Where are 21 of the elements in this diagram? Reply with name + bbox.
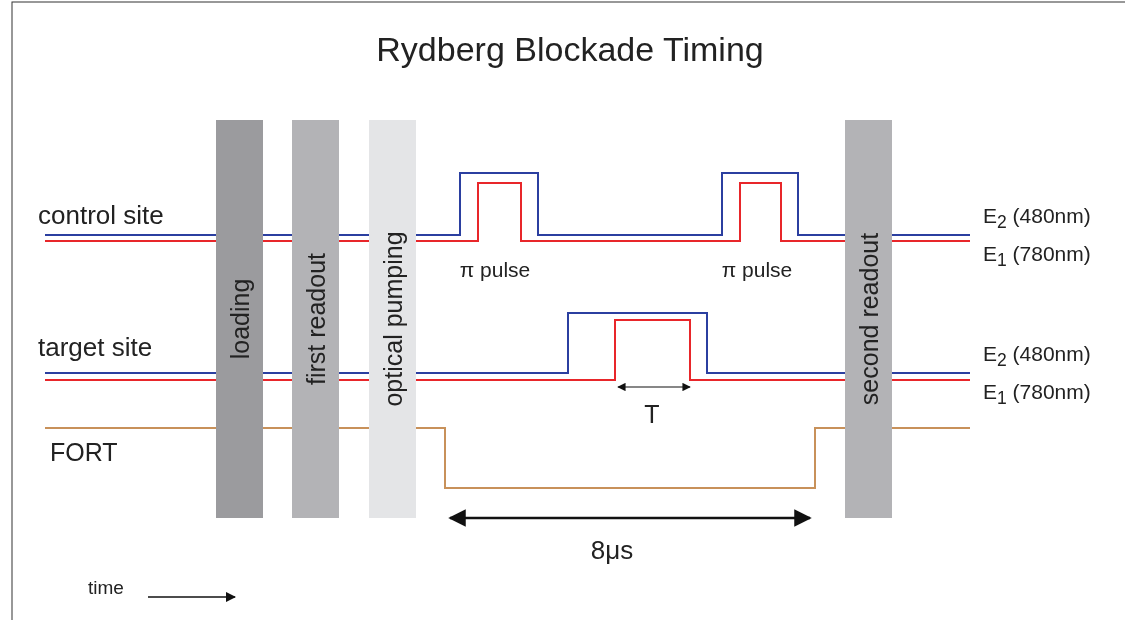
row-label: FORT [50, 438, 118, 467]
stage-band [845, 120, 892, 518]
dimension-label: T [644, 400, 660, 429]
signal-label: E$_{2}$ (480nm) [983, 342, 1091, 372]
pulse-label: π pulse [721, 258, 793, 282]
dimension-label: 8μs [590, 535, 634, 566]
axis-label: time [88, 577, 124, 599]
stage-band [216, 120, 263, 518]
row-label: target site [38, 332, 153, 363]
signal-label: E$_{2}$ (480nm) [983, 204, 1091, 234]
stage-band [369, 120, 416, 518]
stage-label: loading [225, 278, 254, 360]
pulse-label: π pulse [459, 258, 531, 282]
diagram-title: Rydberg Blockade Timing [376, 30, 764, 69]
stage-label: optical pumping [378, 231, 407, 407]
stage-band [292, 120, 339, 518]
signal-label: E$_{1}$ (780nm) [983, 242, 1091, 272]
signal-label: E$_{1}$ (780nm) [983, 380, 1091, 410]
stage-label: second readout [854, 232, 883, 406]
stage-label: first readout [301, 253, 330, 385]
row-label: control site [38, 200, 164, 231]
